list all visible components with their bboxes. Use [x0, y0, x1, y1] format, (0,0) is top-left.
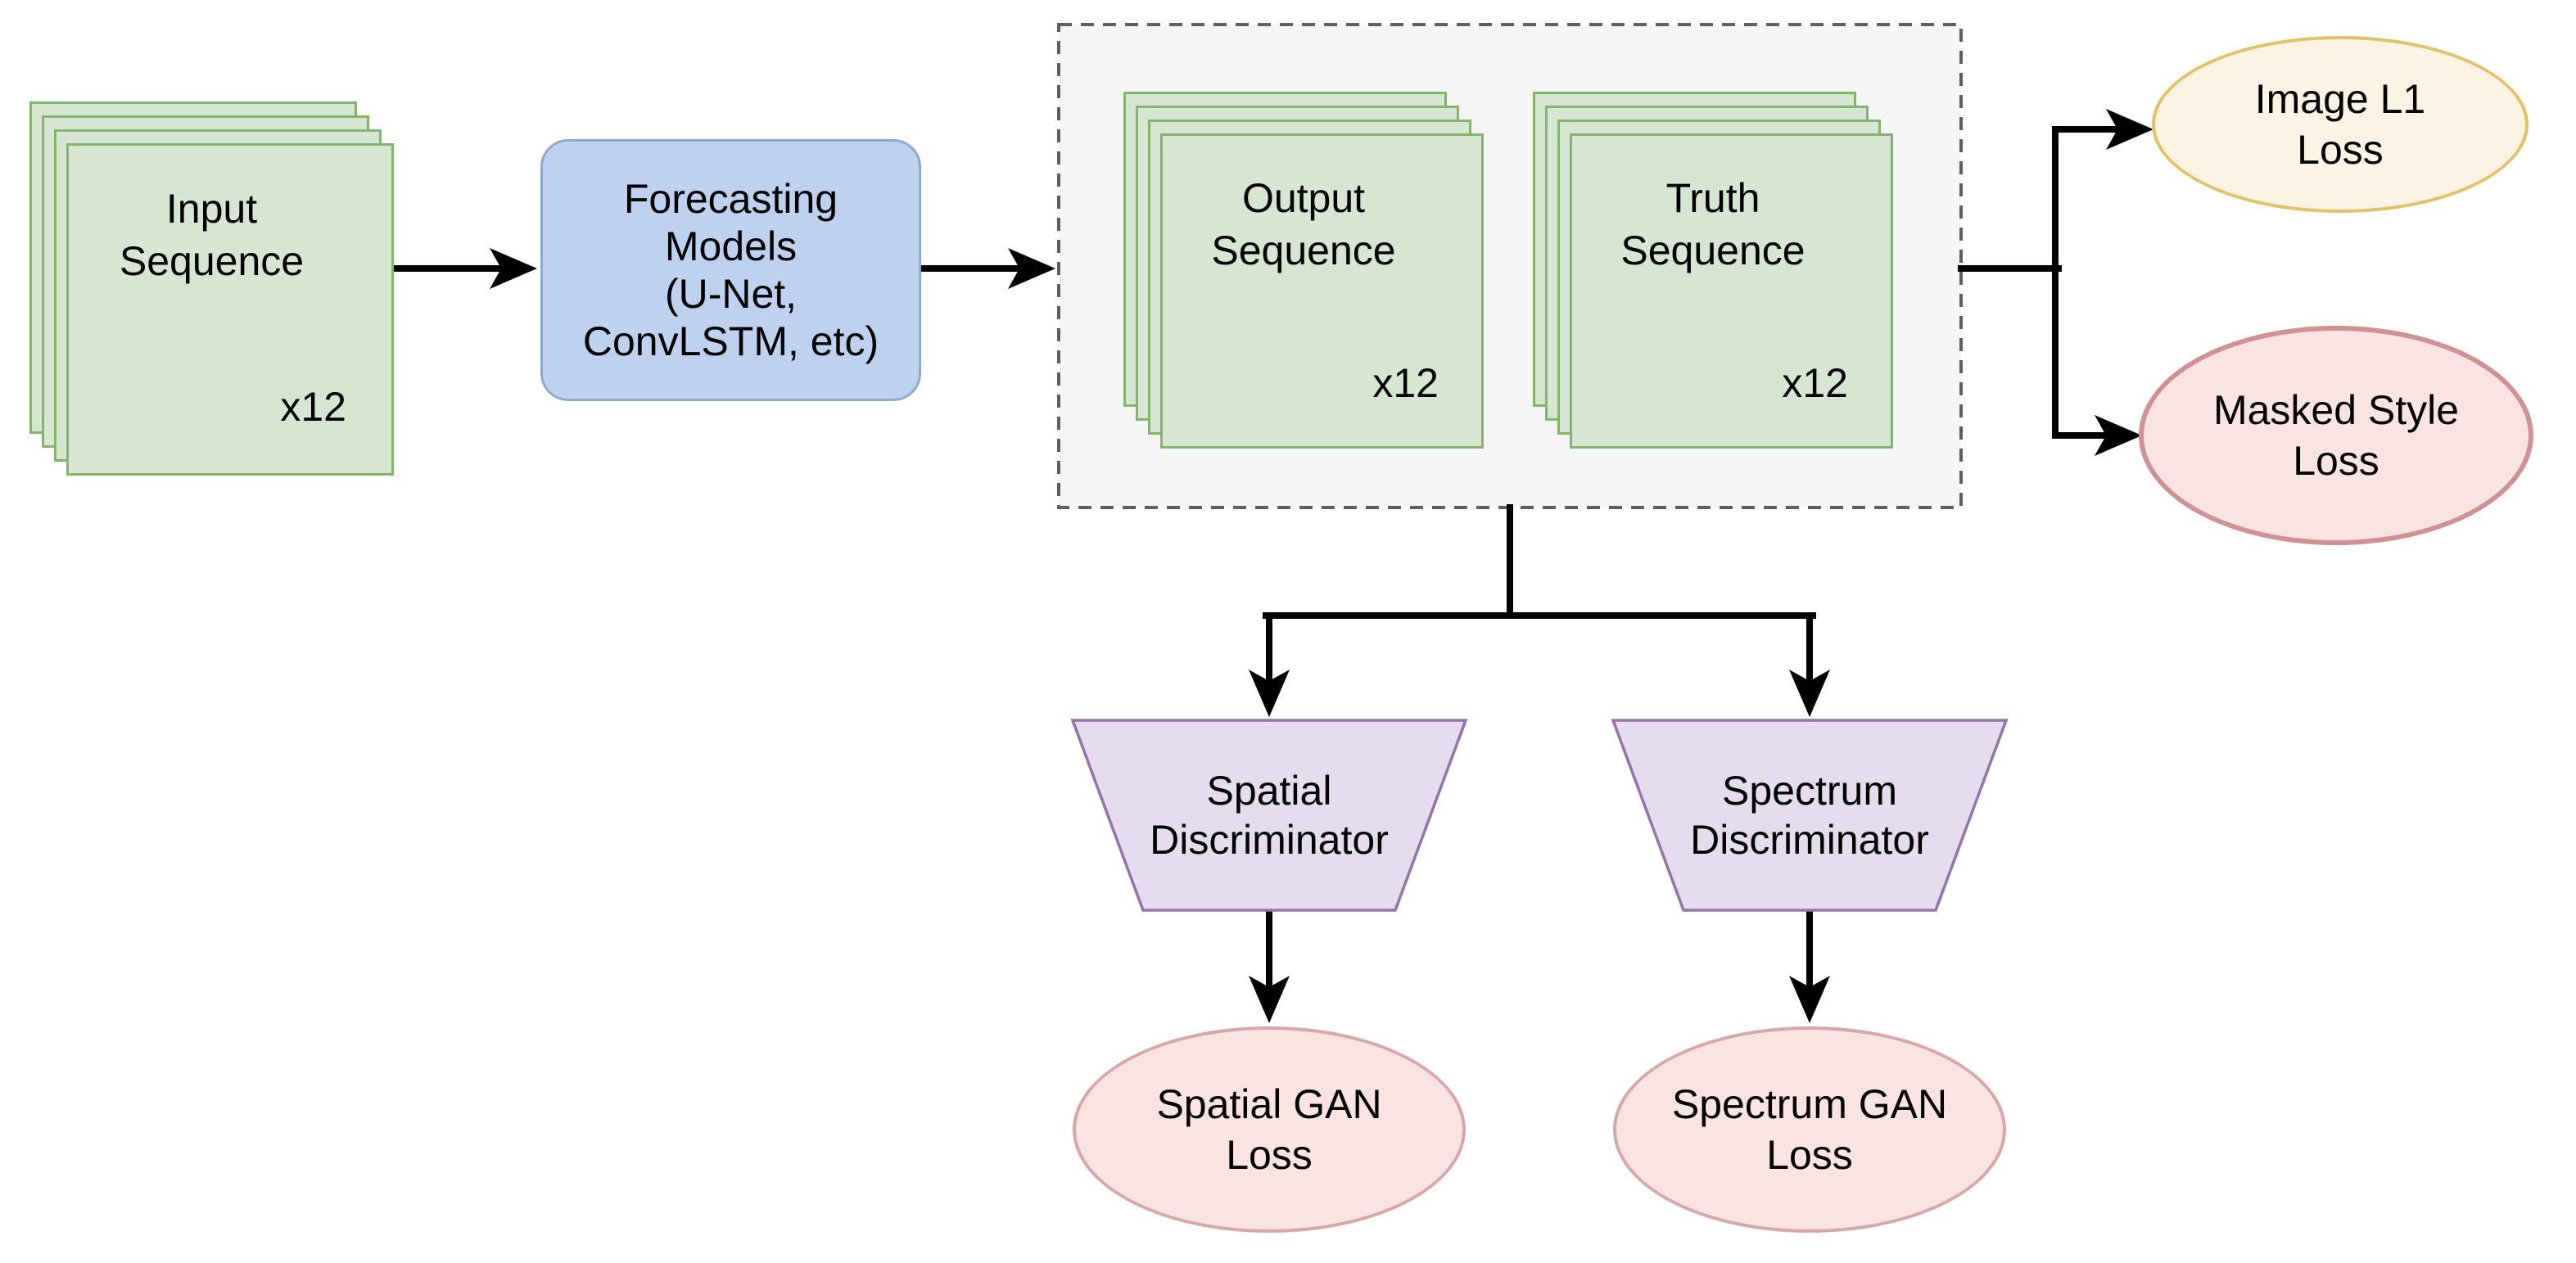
image-l1-loss-node: Image L1 Loss — [2152, 36, 2529, 213]
stack-card — [1570, 133, 1893, 449]
forecasting-models-label: Forecasting Models (U-Net, ConvLSTM, etc… — [582, 176, 879, 364]
arrowhead — [1789, 670, 1830, 717]
arrowhead — [2095, 415, 2142, 456]
arrowhead — [2106, 109, 2153, 150]
spatial-discriminator-shape — [1070, 719, 1468, 912]
masked-style-loss-label: Masked Style Loss — [2212, 387, 2460, 484]
forecasting-models-node: Forecasting Models (U-Net, ConvLSTM, etc… — [540, 139, 921, 401]
stack-card — [66, 143, 394, 476]
spectrum-discriminator-shape — [1611, 719, 2009, 912]
arrowhead — [1249, 976, 1290, 1023]
edge-lines — [391, 126, 2121, 990]
arrowheads — [490, 109, 2153, 1023]
stack-card — [1160, 133, 1484, 449]
masked-style-loss-node: Masked Style Loss — [2139, 326, 2533, 545]
image-l1-loss-label: Image L1 Loss — [2254, 76, 2426, 173]
spectrum-gan-loss-node: Spectrum GAN Loss — [1613, 1026, 2006, 1233]
spatial-gan-loss-label: Spatial GAN Loss — [1156, 1081, 1382, 1178]
arrowhead — [1008, 248, 1055, 289]
arrowhead — [490, 248, 537, 289]
arrowhead — [1249, 670, 1290, 717]
arrowhead — [1789, 976, 1830, 1023]
spatial-gan-loss-node: Spatial GAN Loss — [1073, 1026, 1466, 1233]
spectrum-gan-loss-label: Spectrum GAN Loss — [1671, 1081, 1948, 1178]
